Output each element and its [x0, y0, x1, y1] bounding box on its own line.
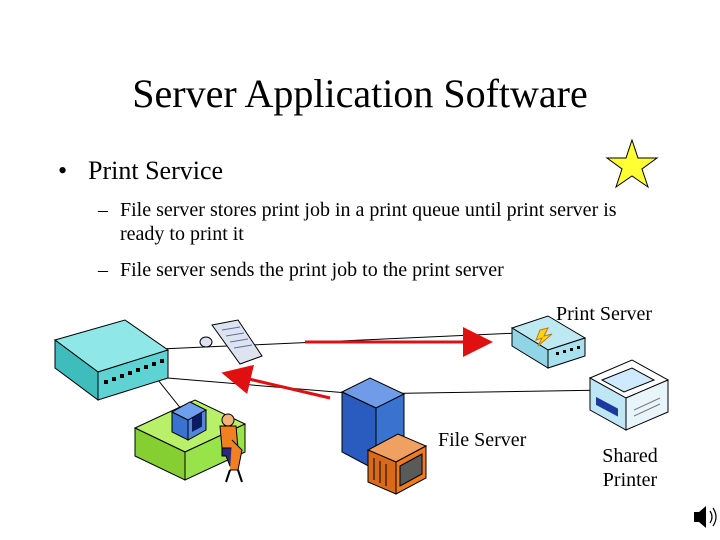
- workstation-icon: [133, 399, 247, 483]
- sub-bullet-dash: –: [98, 199, 108, 221]
- sub-bullet-dash: –: [98, 259, 108, 281]
- sub-bullet-2: – File server sends the print job to the…: [98, 258, 658, 282]
- sub-bullet-text: File server sends the print job to the p…: [120, 259, 504, 281]
- bullet-label: Print Service: [88, 156, 224, 185]
- bullet-print-service: • Print Service: [58, 156, 223, 186]
- file-server-label: File Server: [438, 429, 527, 451]
- sub-bullet-1: – File server stores print job in a prin…: [98, 198, 658, 246]
- speaker-icon[interactable]: [694, 506, 717, 528]
- bullet-dot: •: [58, 156, 68, 185]
- network-hub-icon: [53, 319, 170, 401]
- file-server-monitor-icon: [366, 433, 428, 495]
- sub-bullet-text: File server stores print job in a print …: [120, 199, 617, 245]
- print-server-label: Print Server: [556, 303, 653, 325]
- slide-title: Server Application Software: [132, 71, 588, 116]
- shared-printer-label: Shared Printer: [594, 444, 666, 492]
- star-icon: [605, 138, 659, 189]
- file-server-icon: [340, 377, 428, 495]
- print-server-icon: [510, 315, 587, 369]
- user-person-icon: [219, 413, 243, 483]
- arrow-to-file-server: [221, 364, 331, 400]
- computer-monitor-icon: [170, 401, 208, 441]
- shared-printer-icon: [588, 359, 670, 431]
- shared-printer-label-line1: Shared: [602, 445, 658, 467]
- shared-printer-label-line2: Printer: [602, 469, 658, 491]
- print-job-document-icon: [199, 319, 263, 365]
